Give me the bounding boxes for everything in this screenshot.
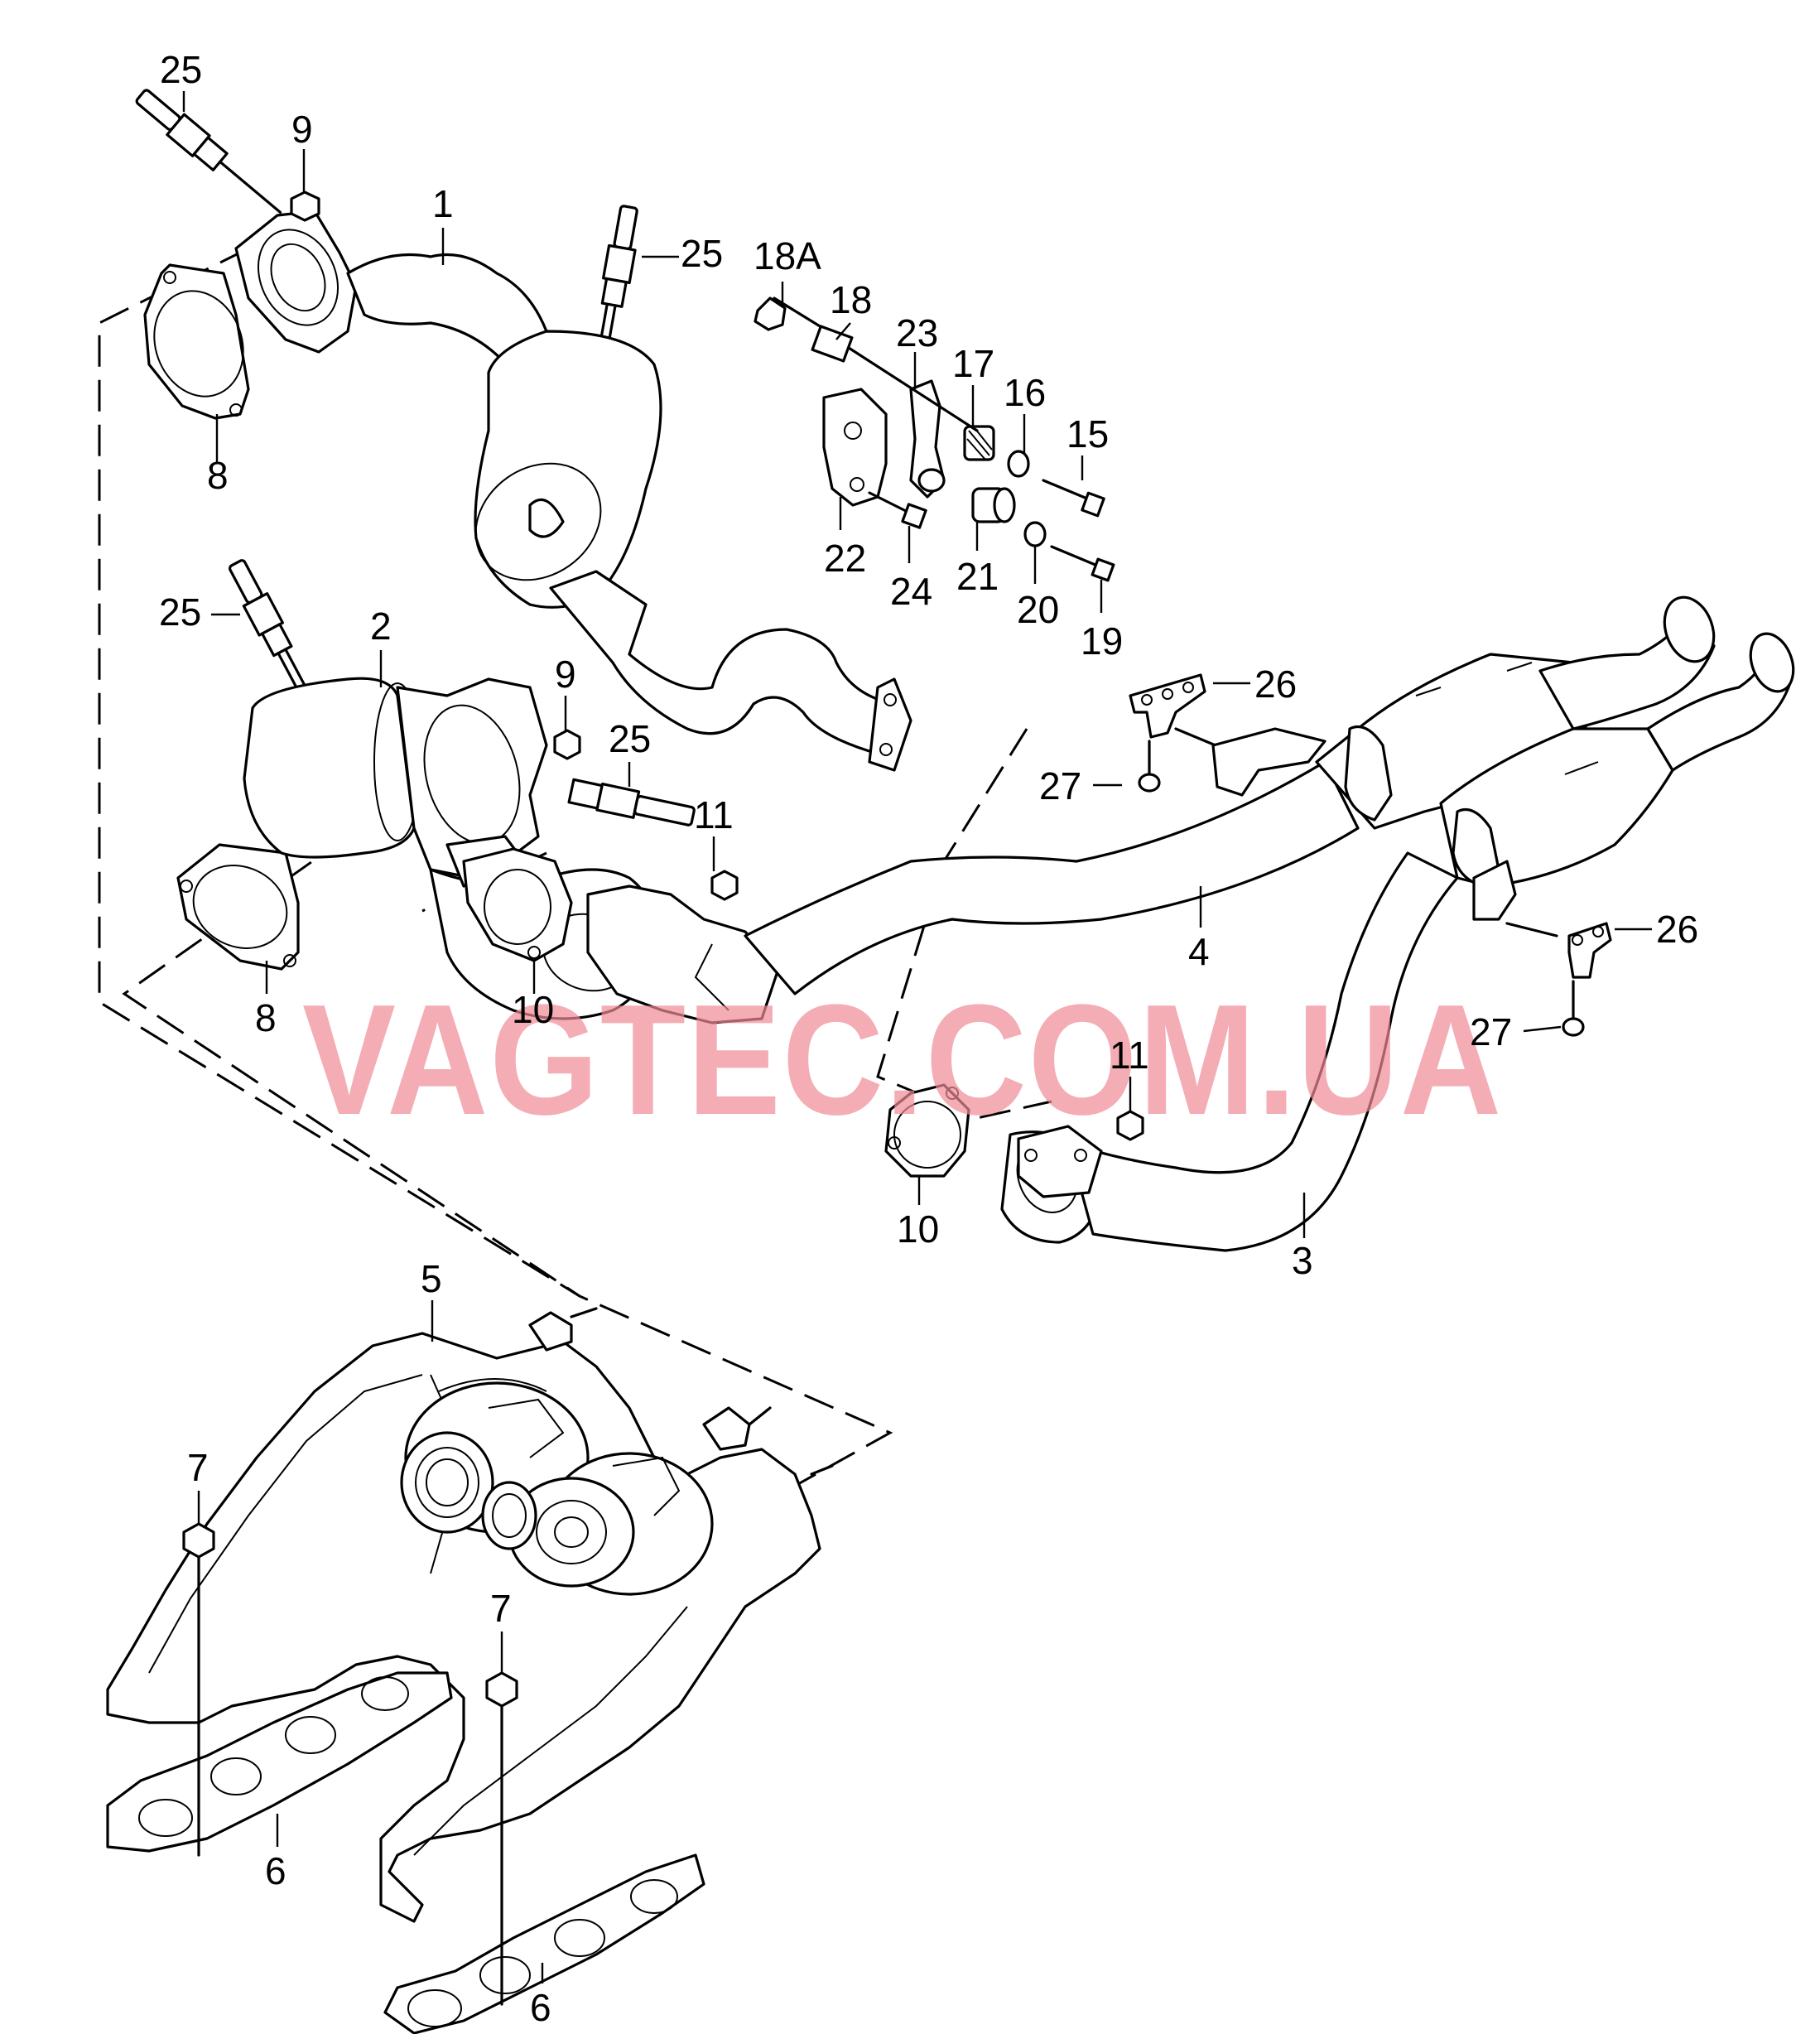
callout-7: 7	[187, 1446, 209, 1489]
callout-6: 6	[265, 1849, 286, 1892]
bolt-27-lower	[1562, 980, 1585, 1037]
callout-19: 19	[1081, 619, 1123, 663]
bolt-27-upper	[1138, 740, 1161, 793]
callout-18a: 18A	[754, 234, 821, 277]
nut-7-right	[485, 1671, 518, 2006]
callout-26: 26	[1656, 908, 1698, 951]
callout-8: 8	[207, 454, 229, 497]
turbocharger-right	[481, 1452, 714, 1596]
gasket-10-lower	[884, 1083, 970, 1178]
callout-2: 2	[370, 605, 392, 648]
bracket-assembly	[754, 296, 1115, 582]
gasket-8-lower	[176, 843, 300, 971]
gasket-10-upper	[462, 847, 573, 962]
spring	[963, 425, 995, 461]
hanger-26-lower	[1472, 860, 1612, 979]
callout-11: 11	[1110, 1034, 1149, 1077]
oxygen-sensor-upper-left	[135, 89, 282, 214]
callout-25: 25	[160, 48, 202, 91]
callout-6: 6	[530, 1986, 551, 2029]
manifold-gasket-6-left	[106, 1671, 453, 1853]
callout-11: 11	[694, 793, 734, 836]
manifold-gasket-6-right	[383, 1853, 705, 2034]
callout-5: 5	[421, 1257, 442, 1300]
callout-8: 8	[255, 996, 277, 1039]
callout-23: 23	[896, 311, 938, 354]
callout-27: 27	[1039, 764, 1081, 807]
callout-15: 15	[1066, 412, 1109, 455]
callout-21: 21	[956, 555, 999, 598]
callout-22: 22	[824, 537, 866, 580]
gasket-8-upper	[143, 263, 250, 420]
callout-27: 27	[1470, 1010, 1512, 1053]
callout-25: 25	[159, 590, 201, 634]
callout-26: 26	[1254, 663, 1297, 706]
nut-11-upper	[710, 870, 739, 901]
nut-9-upper	[290, 190, 320, 222]
callout-9: 9	[291, 108, 313, 151]
callout-9: 9	[555, 653, 576, 696]
callout-18: 18	[830, 278, 872, 321]
turbo-exhaust-manifold	[106, 1307, 834, 1923]
callout-10: 10	[512, 988, 554, 1031]
callout-24: 24	[890, 570, 932, 613]
hanger-26-upper	[1129, 673, 1326, 797]
leader-lines	[182, 91, 1652, 1983]
callout-10: 10	[897, 1207, 939, 1251]
callout-17: 17	[952, 342, 994, 385]
callout-3: 3	[1292, 1239, 1313, 1282]
callout-7: 7	[490, 1587, 512, 1630]
callout-25: 25	[681, 232, 723, 275]
gasket-11-flange-right	[1017, 1125, 1103, 1198]
callout-1: 1	[432, 182, 454, 225]
callout-4: 4	[1188, 930, 1210, 973]
callout-16: 16	[1004, 371, 1046, 414]
callout-labels: 25 9 1 25 18A 18 23 17 16 15 8 22 24 21 …	[159, 48, 1698, 2029]
oxygen-sensor-front-cat2	[567, 778, 696, 827]
callout-25: 25	[609, 717, 651, 760]
watermark: VAGTEC.COM.UA	[302, 972, 1503, 1148]
nut-9-lower	[553, 729, 581, 760]
catalytic-converter-2	[243, 677, 657, 1020]
callout-20: 20	[1017, 588, 1059, 631]
catalytic-converter-1	[234, 210, 912, 772]
nut-7-left	[182, 1522, 215, 1857]
front-pipe-4	[586, 760, 1360, 1024]
center-catalytic-assembly	[1315, 595, 1795, 888]
